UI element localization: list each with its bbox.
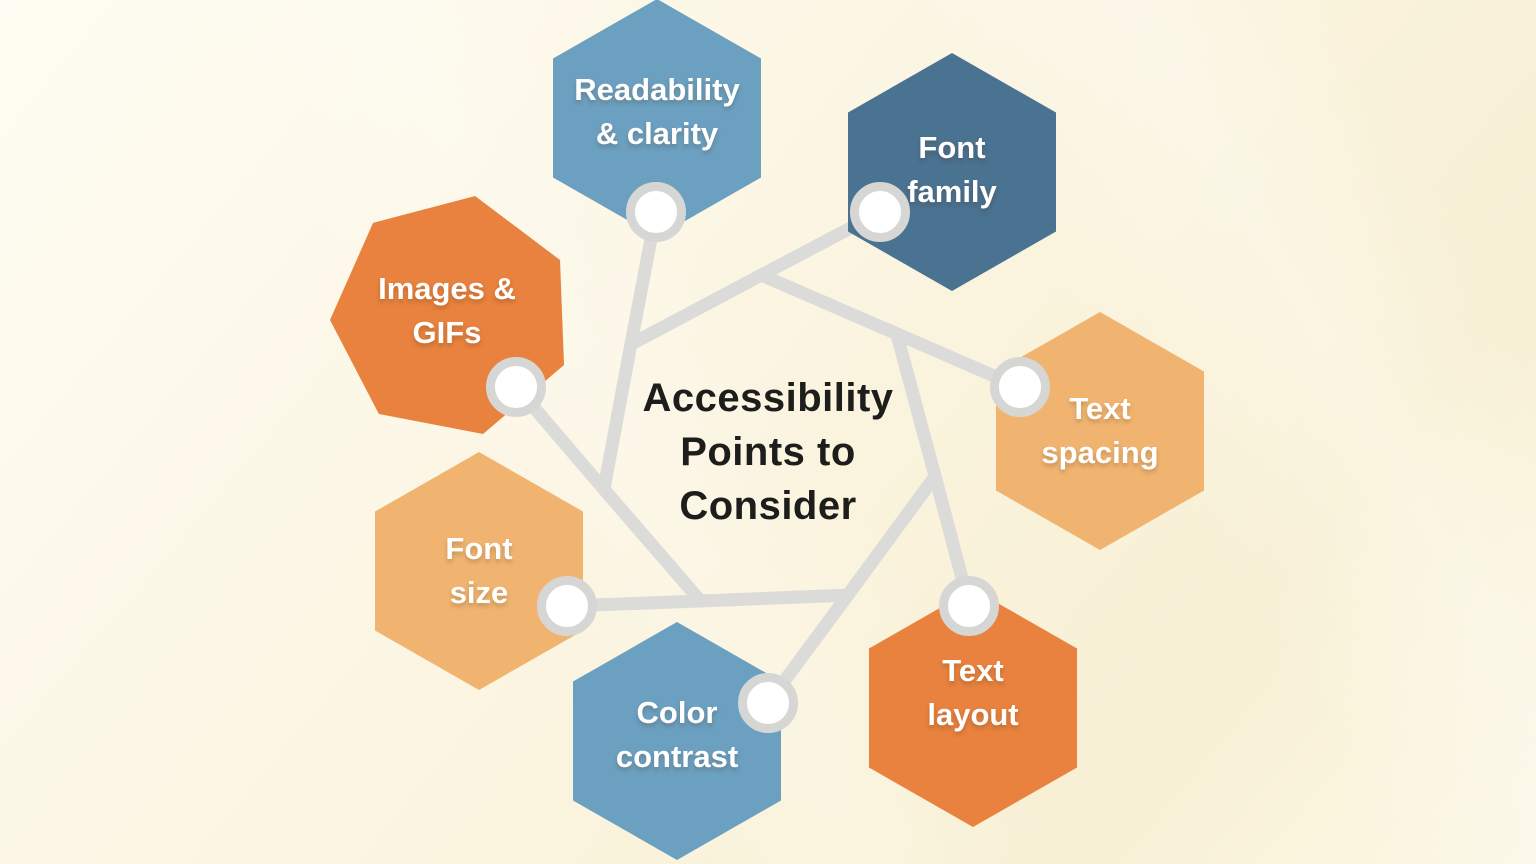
diagram-title-line: Consider xyxy=(679,484,857,528)
hexagon-label: contrast xyxy=(615,739,739,774)
connector-node-images-gifs xyxy=(486,357,546,417)
hexagon-label: spacing xyxy=(1041,435,1159,470)
heptagon-label: GIFs xyxy=(412,315,482,350)
heptagon-ring xyxy=(597,268,942,608)
connector-node-font-size xyxy=(537,576,597,636)
connector-node-text-spacing xyxy=(990,357,1050,417)
hexagon-label: Readability xyxy=(574,71,740,107)
heptagon-label: Images & xyxy=(378,271,516,306)
connector-node-font-family xyxy=(850,182,910,242)
connector-node-readability xyxy=(626,182,686,242)
hexagon-label: Font xyxy=(445,531,513,566)
hexagon-label: size xyxy=(449,575,509,610)
hexagon-label: & clarity xyxy=(595,115,719,151)
diagram-title-line: Points to xyxy=(680,430,856,474)
hexagon-label: Text xyxy=(1069,391,1131,426)
hexagon-label: Font xyxy=(918,130,986,165)
hexagon-label: family xyxy=(907,174,997,209)
hexagon-label: Text xyxy=(942,653,1004,688)
diagram-title: Accessibility Points to Consider xyxy=(642,371,893,533)
connector-node-text-layout xyxy=(939,576,999,636)
hexagon-font-family: Font family xyxy=(848,53,1056,291)
hexagon-label: layout xyxy=(927,697,1019,732)
connector-node-color-contrast xyxy=(738,673,798,733)
hexagon-color-contrast: Color contrast xyxy=(573,622,781,860)
hexagon-label: Color xyxy=(636,695,718,730)
diagram-title-line: Accessibility xyxy=(642,376,894,420)
